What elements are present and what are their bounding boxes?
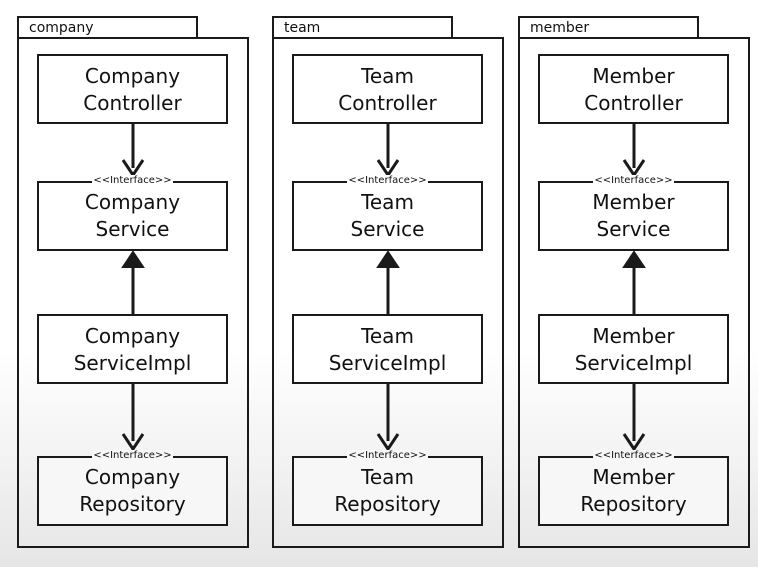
interface-stereotype: <<Interface>> [92,450,173,461]
service-label-line1: Company [84,190,181,214]
package-tab-team: team [272,16,453,37]
service-box-team: <<Interface>> Team Service [292,175,483,251]
interface-stereotype: <<Interface>> [347,175,428,186]
repository-label-line2: Repository [580,492,687,516]
service-label-line2: Service [350,217,425,241]
controller-label-line2: Controller [584,91,683,115]
controller-label-line2: Controller [338,91,437,115]
repository-box-company: <<Interface>> Company Repository [37,450,228,526]
service-label-line1: Team [361,190,414,214]
controller-box-company: Company Controller [37,54,228,124]
serviceimpl-label-line1: Team [361,324,414,348]
serviceimpl-label-line2: ServiceImpl [574,351,693,375]
controller-label-line2: Controller [83,91,182,115]
package-team: team Team Controller <<Interface>> Team … [272,16,504,548]
interface-stereotype: <<Interface>> [347,450,428,461]
package-body-member [518,37,750,548]
service-box-company: <<Interface>> Company Service [37,175,228,251]
controller-box-member: Member Controller [538,54,729,124]
service-label-line2: Service [596,217,671,241]
controller-label-line1: Team [361,64,414,88]
dependency-arrows-team [376,124,400,452]
controller-label-line1: Member [592,64,675,88]
arrowhead-impl-to-service [121,250,145,268]
serviceimpl-label-line1: Company [84,324,181,348]
dependency-arrows-company [121,124,145,452]
package-tab-member: member [518,16,699,37]
interface-stereotype: <<Interface>> [593,450,674,461]
repository-box-member: <<Interface>> Member Repository [538,450,729,526]
service-box-member: <<Interface>> Member Service [538,175,729,251]
interface-stereotype: <<Interface>> [593,175,674,186]
arrowhead-impl-to-repository [121,433,145,452]
serviceimpl-box-company: Company ServiceImpl [37,314,228,384]
package-member: member Member Controller <<Interface>> M… [518,16,750,548]
arrowhead-impl-to-service [622,250,646,268]
package-tab-company: company [17,16,198,37]
arrowhead-impl-to-repository [622,433,646,452]
arrowhead-impl-to-repository [376,433,400,452]
service-label-line1: Member [592,190,675,214]
serviceimpl-label-line2: ServiceImpl [328,351,447,375]
repository-label-line1: Team [361,465,414,489]
repository-label-line2: Repository [79,492,186,516]
serviceimpl-label-line1: Member [592,324,675,348]
package-body-team [272,37,504,548]
serviceimpl-box-member: Member ServiceImpl [538,314,729,384]
repository-label-line1: Company [84,465,181,489]
serviceimpl-label-line2: ServiceImpl [73,351,192,375]
package-company: company Company Controller <<Interface>>… [17,16,249,548]
package-body-company [17,37,249,548]
serviceimpl-box-team: Team ServiceImpl [292,314,483,384]
controller-label-line1: Company [84,64,181,88]
interface-stereotype: <<Interface>> [92,175,173,186]
repository-box-team: <<Interface>> Team Repository [292,450,483,526]
arrowhead-impl-to-service [376,250,400,268]
controller-box-team: Team Controller [292,54,483,124]
repository-label-line1: Member [592,465,675,489]
repository-label-line2: Repository [334,492,441,516]
service-label-line2: Service [95,217,170,241]
